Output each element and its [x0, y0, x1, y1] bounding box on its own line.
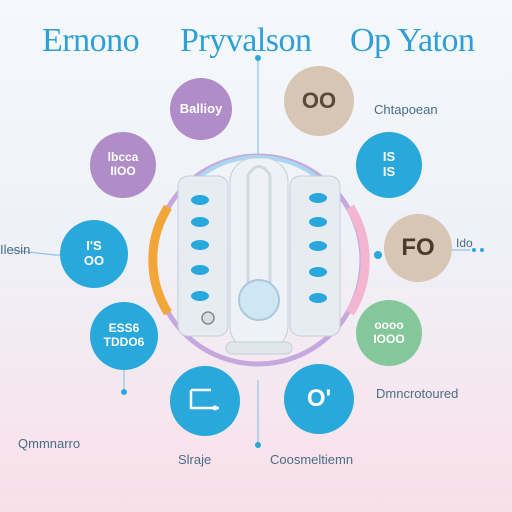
node-right-lower: oooo IOOO	[356, 300, 422, 366]
label-bottom-center-right: Coosmeltiemn	[270, 452, 354, 467]
label-bottom-right: Dmncrotoured	[376, 386, 459, 401]
node-bottom-right: O'	[284, 364, 354, 434]
label-bottom-center-left: Slraje	[178, 452, 212, 467]
title-part-2: Pryvalson	[180, 22, 312, 59]
node-left-mid: I'S OO	[60, 220, 128, 288]
node-right-upper: IS IS	[356, 132, 422, 198]
node-right-mid: FO	[384, 214, 452, 282]
screen-icon	[189, 388, 219, 411]
node-bottom-left	[170, 366, 240, 436]
label-right: Ido	[456, 236, 473, 250]
node-left-lower: ESS6 TDDO6	[90, 302, 158, 370]
node-top-right: OO	[284, 66, 354, 136]
title-part-1: Ernono	[42, 22, 140, 59]
node-top-left: Ballioy	[170, 78, 232, 140]
label-top-right: Chtapoean	[374, 102, 438, 117]
label-bottom-left: Qmmnarro	[18, 436, 81, 451]
title-part-3: Op Yaton	[350, 22, 475, 59]
node-left-upper: lbcca IIOO	[90, 132, 156, 198]
label-left: Ilesin	[0, 242, 31, 257]
